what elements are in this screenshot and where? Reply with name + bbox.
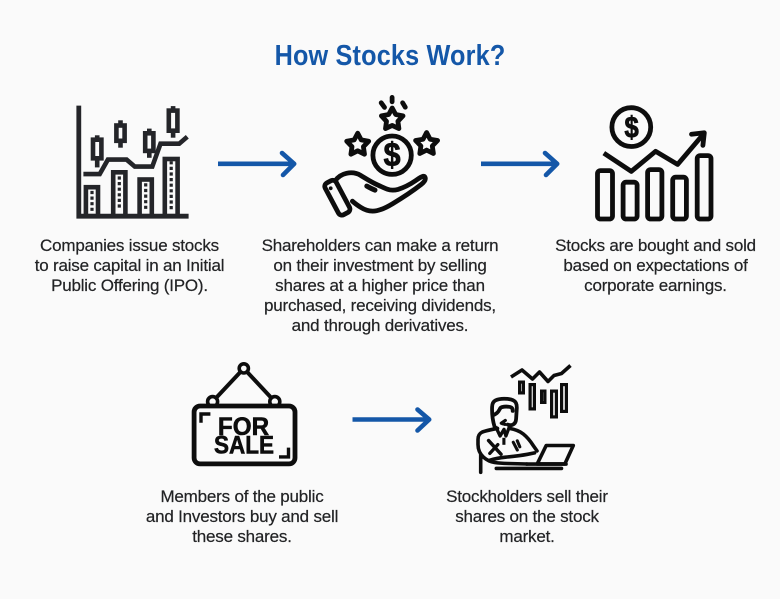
svg-text:SALE: SALE (214, 432, 274, 460)
svg-text:FOR: FOR (218, 413, 269, 440)
svg-text:$: $ (384, 136, 401, 173)
svg-text:$: $ (625, 111, 640, 144)
